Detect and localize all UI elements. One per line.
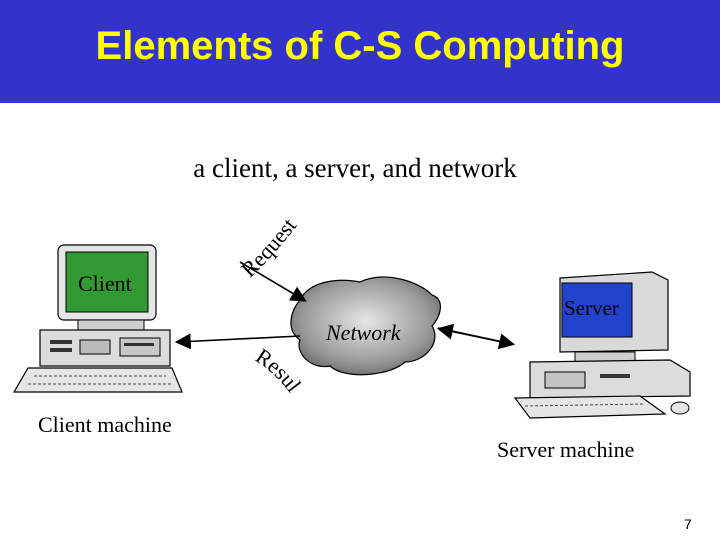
- server-machine-label: Server machine: [497, 437, 635, 462]
- slide-subtitle: a client, a server, and network: [193, 153, 517, 183]
- server-computer-icon: [513, 271, 691, 419]
- title-bar: [0, 0, 720, 103]
- network-server-arrow-left: [436, 323, 513, 345]
- network-cloud: [290, 276, 441, 376]
- request-label: Request: [236, 213, 301, 282]
- client-network-arrow: [174, 333, 301, 350]
- request-arrow: [239, 261, 307, 302]
- network-label: Network: [326, 320, 401, 345]
- server-screen-label: Server: [564, 296, 619, 320]
- client-screen-label: Client: [78, 271, 132, 296]
- page-number: 7: [684, 516, 692, 532]
- slide-title: Elements of C-S Computing: [95, 24, 625, 68]
- client-machine-label: Client machine: [38, 412, 172, 437]
- client-computer-icon: [12, 244, 183, 393]
